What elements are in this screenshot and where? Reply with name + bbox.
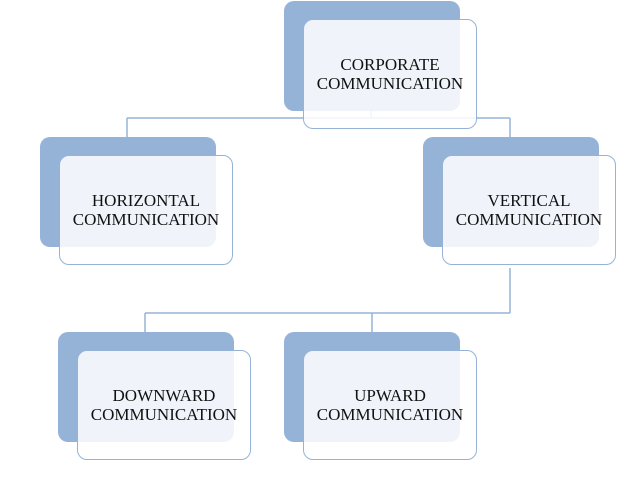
node-box: VERTICAL COMMUNICATION xyxy=(442,155,616,265)
node-label-line2: COMMUNICATION xyxy=(316,405,464,424)
node-box: UPWARD COMMUNICATION xyxy=(303,350,477,460)
node-box: DOWNWARD COMMUNICATION xyxy=(77,350,251,460)
node-box: HORIZONTAL COMMUNICATION xyxy=(59,155,233,265)
node-label: DOWNWARD COMMUNICATION xyxy=(91,386,237,424)
node-label-line1: UPWARD xyxy=(354,386,426,405)
node-label-line2: COMMUNICATION xyxy=(316,74,464,93)
node-label-line2: COMMUNICATION xyxy=(90,405,238,424)
node-label-line2: COMMUNICATION xyxy=(455,210,603,229)
node-label: VERTICAL COMMUNICATION xyxy=(456,191,602,229)
node-label-line1: HORIZONTAL xyxy=(91,191,201,210)
node-label: HORIZONTAL COMMUNICATION xyxy=(73,191,219,229)
node-label-line1: CORPORATE xyxy=(340,55,440,74)
node-label-line2: COMMUNICATION xyxy=(72,210,220,229)
node-label-line1: VERTICAL xyxy=(487,191,571,210)
node-label: UPWARD COMMUNICATION xyxy=(317,386,463,424)
node-label-line1: DOWNWARD xyxy=(112,386,216,405)
node-box: CORPORATE COMMUNICATION xyxy=(303,19,477,129)
node-label: CORPORATE COMMUNICATION xyxy=(317,55,463,93)
